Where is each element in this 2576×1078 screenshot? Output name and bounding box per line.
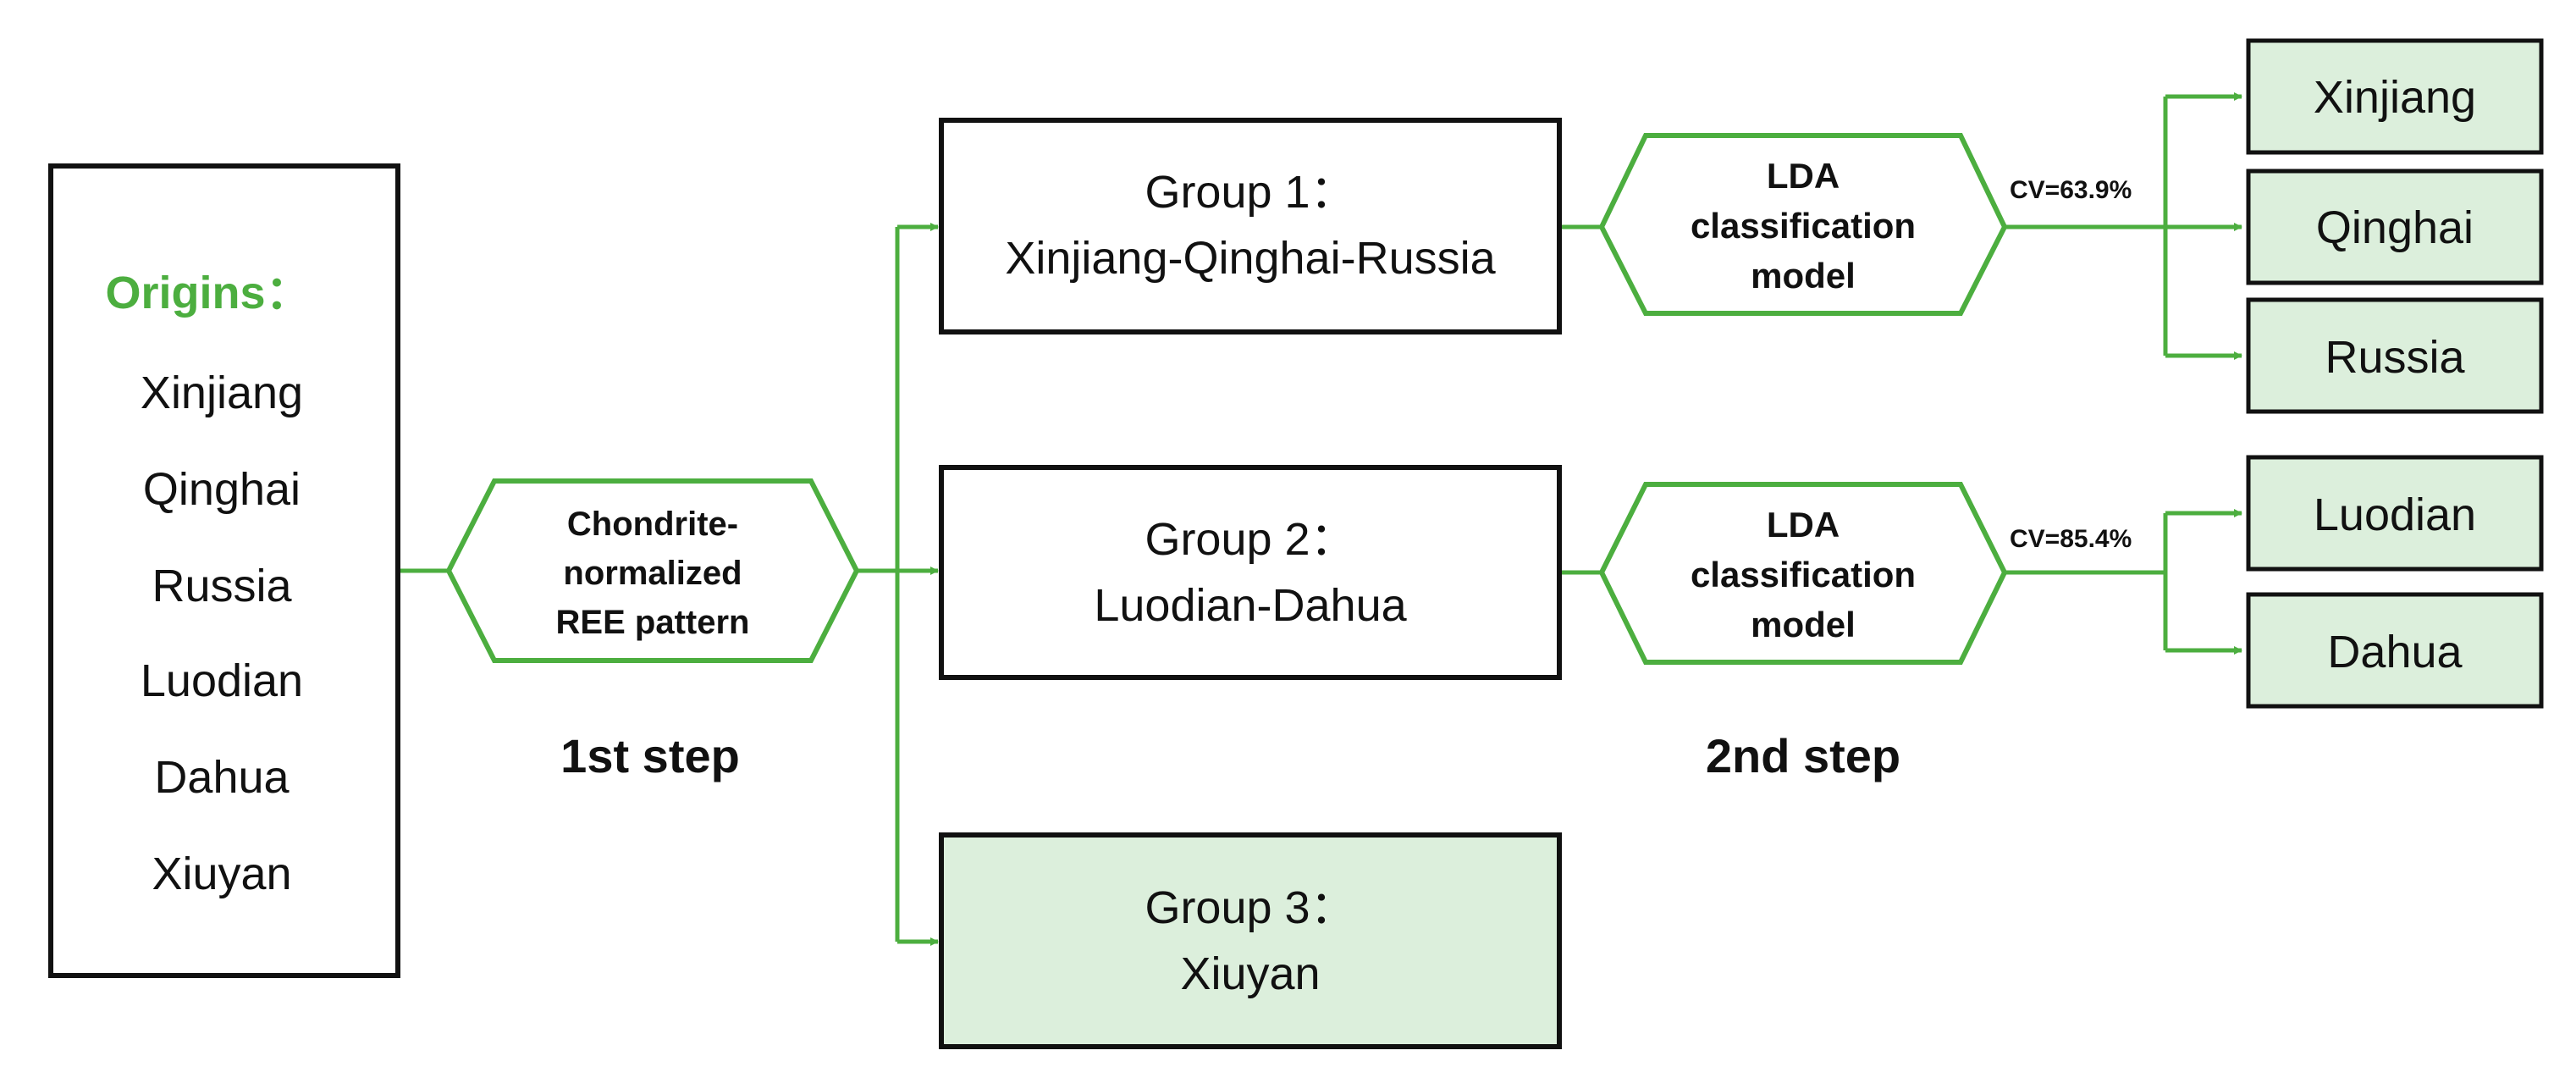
- step1-node-line: REE pattern: [556, 604, 750, 641]
- group1-title: Group 1：: [1145, 167, 1355, 218]
- group2-members: Luodian-Dahua: [1094, 580, 1407, 631]
- result-label: Qinghai: [2316, 202, 2474, 253]
- group3-members: Xiuyan: [1180, 948, 1320, 999]
- result-label: Dahua: [2327, 627, 2463, 677]
- origins-title: Origins：: [105, 268, 311, 318]
- result-label: Russia: [2325, 332, 2465, 383]
- lda-model-2-line: LDA: [1767, 505, 1840, 545]
- cv-label-2: CV=85.4%: [2010, 525, 2132, 553]
- lda-model-1-node: LDA classification model: [1598, 133, 2008, 316]
- group1-box: Group 1： Xinjiang-Qinghai-Russia: [939, 118, 1562, 334]
- origin-item: Xinjiang: [141, 368, 303, 418]
- lda-model-2-node: LDA classification model: [1598, 482, 2008, 665]
- step1-node: Chondrite- normalized REE pattern: [445, 478, 860, 663]
- lda-model-2-line: model: [1751, 605, 1856, 644]
- result-russia-box: Russia: [2246, 297, 2544, 414]
- step1-node-line: Chondrite-: [567, 506, 738, 543]
- origin-item: Russia: [152, 561, 292, 611]
- origins-box: Origins： Xinjiang Qinghai Russia Luodian…: [48, 163, 400, 978]
- group2-title: Group 2：: [1145, 514, 1355, 565]
- step1-label: 1st step: [560, 729, 740, 782]
- lda-model-1-line: model: [1751, 256, 1856, 296]
- cv-label-1: CV=63.9%: [2010, 176, 2132, 204]
- group3-title: Group 3：: [1145, 882, 1355, 933]
- group1-members: Xinjiang-Qinghai-Russia: [1005, 233, 1496, 284]
- origin-item: Xiuyan: [152, 849, 291, 899]
- group3-box: Group 3： Xiuyan: [939, 832, 1562, 1049]
- origin-item: Luodian: [141, 655, 303, 706]
- connectors: [398, 92, 2242, 946]
- lda-model-2-line: classification: [1691, 555, 1916, 594]
- result-label: Xinjiang: [2314, 72, 2476, 123]
- step2-label: 2nd step: [1706, 729, 1900, 782]
- group2-box: Group 2： Luodian-Dahua: [939, 465, 1562, 680]
- lda-model-1-line: LDA: [1767, 156, 1840, 196]
- result-xinjiang-box: Xinjiang: [2246, 38, 2544, 155]
- origin-item: Qinghai: [143, 464, 301, 515]
- step1-node-line: normalized: [563, 555, 742, 592]
- origin-item: Dahua: [154, 752, 290, 803]
- result-dahua-box: Dahua: [2246, 592, 2544, 709]
- result-qinghai-box: Qinghai: [2246, 169, 2544, 285]
- result-label: Luodian: [2314, 489, 2476, 540]
- result-luodian-box: Luodian: [2246, 455, 2544, 572]
- lda-model-1-line: classification: [1691, 206, 1916, 246]
